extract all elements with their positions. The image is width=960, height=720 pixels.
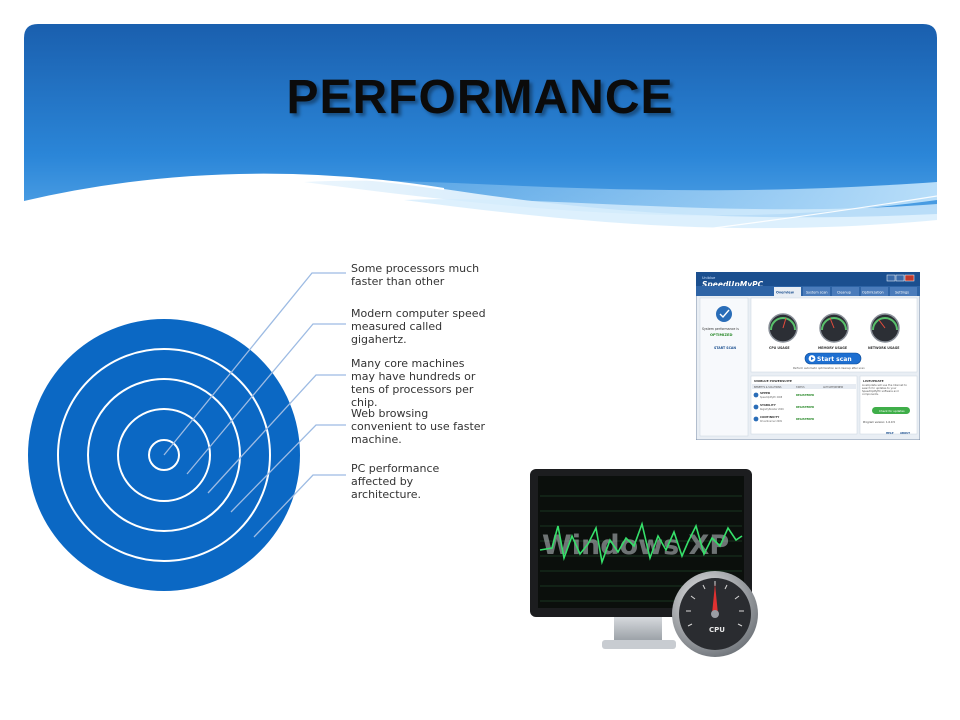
row-status: REGISTERED: [796, 417, 815, 421]
cpu-gauge-overlay: CPU: [672, 571, 758, 657]
table-header-activate: ACTIVATE/RENEW: [823, 386, 844, 389]
tab-optimization-label: Optimization: [862, 291, 884, 295]
memory-gauge: MEMORY USAGE: [818, 313, 849, 350]
target-ring-4: [57, 348, 271, 562]
tab-overview[interactable]: [774, 287, 801, 296]
help-link[interactable]: HELP: [886, 431, 894, 435]
app-brand-small: Uniblue: [702, 276, 715, 280]
check-updates-button[interactable]: [872, 407, 910, 414]
connector-line-3: [207, 374, 346, 494]
powersuite-header: UNIBLUE POWERSUITE: [754, 379, 792, 383]
gauge-needle-icon: [712, 584, 718, 614]
connector-line-1: [163, 272, 346, 456]
tab-settings[interactable]: [890, 287, 917, 296]
table-row: SPEED SpeedUpMyPC 2008 REGISTERED: [753, 391, 815, 399]
window-close-icon[interactable]: [904, 274, 915, 282]
target-ring-1: [148, 439, 180, 471]
liveupdate-text: LiveUpdate will use the Internet to sear…: [862, 384, 907, 396]
page-title: PERFORMANCE: [286, 71, 674, 124]
network-gauge-label: NETWORK USAGE: [868, 346, 899, 350]
table-header-benefits: BENEFITS & SOLUTIONS: [754, 386, 782, 389]
speedupmypc-screenshot: Uniblue SpeedUpMyPC Overview System scan…: [696, 272, 920, 440]
liveupdate-header: LIVEUPDATE: [863, 379, 884, 383]
row-status: REGISTERED: [796, 393, 815, 397]
about-link[interactable]: ABOUT: [900, 431, 910, 435]
window-maximize-icon[interactable]: [895, 274, 905, 282]
tab-cleanup-label: Cleanup: [837, 291, 851, 295]
window-minimize-icon[interactable]: [886, 274, 896, 282]
cpu-activity-line: [539, 521, 743, 566]
table-row: CONTINUITY DriverScanner 2009 REGISTERED: [753, 415, 815, 423]
scan-note: Perform automatic optimization and clean…: [793, 366, 865, 370]
tab-system-scan-label: System scan: [806, 291, 828, 295]
target-ring-2: [117, 408, 211, 502]
monitor-neck: [614, 617, 662, 641]
start-scan-link[interactable]: START SCAN: [714, 346, 736, 350]
connector-line-2: [186, 323, 346, 475]
header-wave-band: [24, 24, 937, 264]
program-version: Program version: 1.0.0.5: [863, 420, 895, 424]
app-brand-name: SpeedUpMyPC: [702, 280, 764, 289]
tab-optimization[interactable]: [861, 287, 888, 296]
bullet-text-4: Web browsing convenient to use faster ma…: [351, 407, 486, 446]
table-row: STABILITY RegistryBooster 2009 REGISTERE…: [753, 403, 815, 411]
row-status: REGISTERED: [796, 405, 815, 409]
cpu-gauge: CPU USAGE: [768, 313, 798, 350]
app-tabs: Overview System scan Cleanup Optimizatio…: [774, 287, 917, 296]
row-product: DriverScanner 2009: [760, 420, 783, 423]
cpu-gauge-label: CPU USAGE: [769, 346, 790, 350]
status-check-icon: [716, 306, 732, 322]
check-updates-label: Check for updates: [879, 409, 905, 413]
target-ring-3: [87, 378, 241, 532]
status-value: OPTIMIZED: [710, 333, 732, 337]
bullet-text-1: Some processors much faster than other: [351, 262, 480, 288]
tab-system-scan[interactable]: [803, 287, 830, 296]
bullet-text-3: Many core machines may have hundreds or …: [351, 357, 476, 409]
monitor-cpu-image: Windows XP CPU: [530, 469, 758, 657]
row-product: SpeedUpMyPC 2008: [760, 396, 783, 399]
bullet-text-5: PC performance affected by architecture.: [351, 462, 440, 501]
monitor-base: [602, 640, 676, 649]
tab-settings-label: Settings: [895, 291, 909, 295]
row-name: CONTINUITY: [760, 415, 780, 419]
connector-line-5: [253, 474, 346, 538]
tab-cleanup[interactable]: [832, 287, 859, 296]
row-name: STABILITY: [760, 403, 777, 407]
memory-gauge-label: MEMORY USAGE: [818, 346, 847, 350]
usage-gauges: CPU USAGE MEMORY USAGE NETWORK USAGE: [768, 313, 900, 350]
network-gauge: NETWORK USAGE: [868, 313, 900, 350]
table-header-status: STATUS: [796, 386, 805, 389]
connector-line-4: [230, 424, 346, 513]
start-scan-button-label: Start scan: [817, 356, 852, 363]
cpu-gauge-overlay-label: CPU: [709, 626, 725, 634]
start-scan-button[interactable]: [804, 352, 862, 365]
row-name: SPEED: [760, 391, 771, 395]
tab-overview-label: Overview: [776, 291, 795, 295]
row-product: RegistryBooster 2009: [760, 408, 784, 411]
status-line: System performance is: [702, 327, 739, 331]
bullet-text-2: Modern computer speed measured called gi…: [351, 307, 486, 346]
